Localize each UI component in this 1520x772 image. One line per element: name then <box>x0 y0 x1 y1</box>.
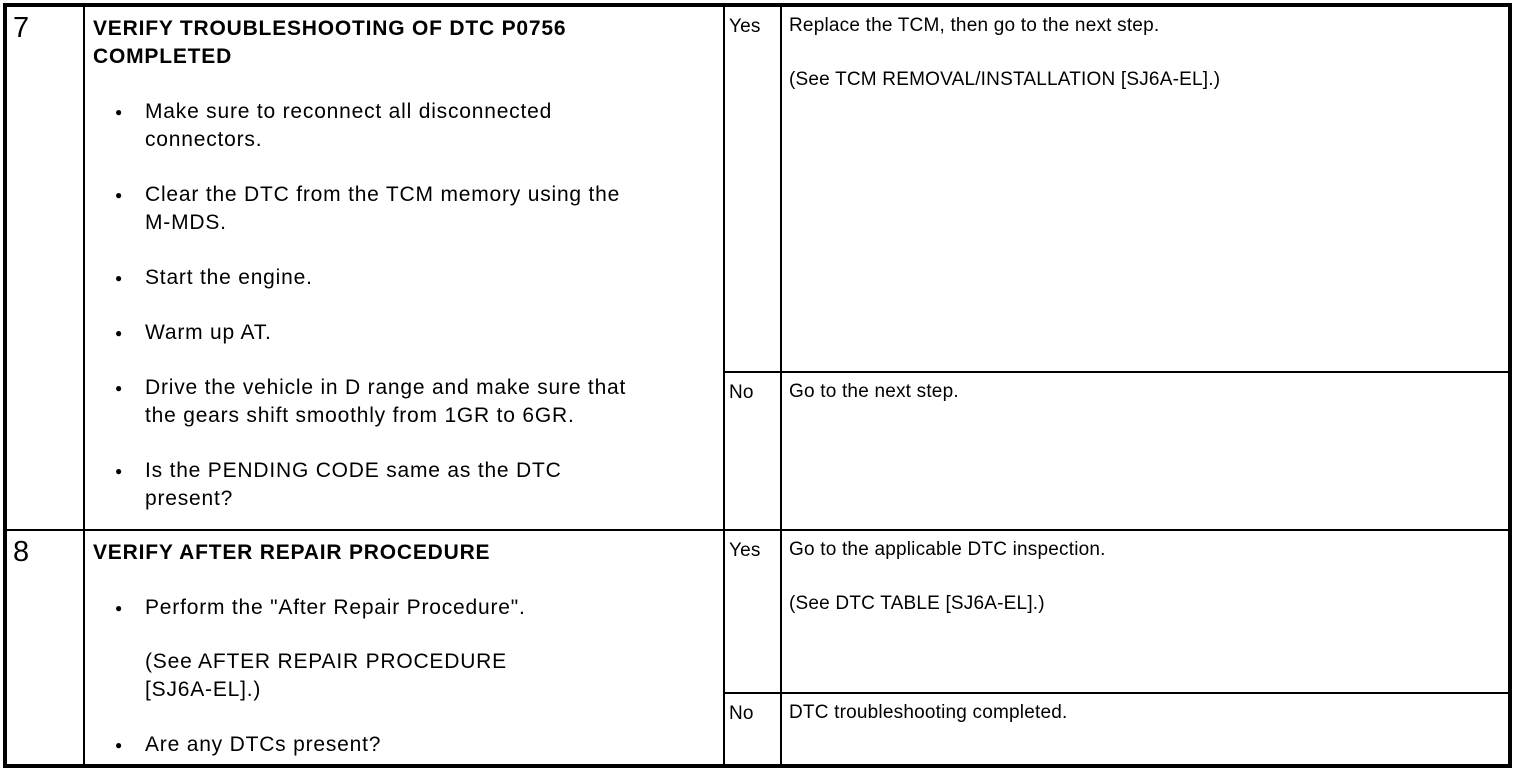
step-number-cell: 7 <box>7 7 85 529</box>
bullet-item: ● Perform the "After Repair Procedure". (S… <box>93 594 717 704</box>
bullet-item: ● Are any DTCs present? <box>93 731 717 759</box>
bullet-icon: ● <box>115 326 124 340</box>
bullet-icon: ● <box>115 105 124 119</box>
paragraph: Are any DTCs present? <box>145 731 717 759</box>
text-line: Start the engine. <box>145 266 313 289</box>
paragraph: Go to the next step. <box>789 378 1498 406</box>
no-label: No <box>729 382 754 403</box>
action-cell: VERIFY AFTER REPAIR PROCEDURE ● Perform t… <box>85 531 725 764</box>
bullet-text: Perform the "After Repair Procedure". (Se… <box>145 594 717 704</box>
text-line: Go to the applicable DTC inspection. <box>789 539 1106 560</box>
step-title: VERIFY AFTER REPAIR PROCEDURE <box>93 539 717 567</box>
paragraph: Warm up AT. <box>145 319 717 347</box>
text-line: Clear the DTC from the TCM memory using … <box>145 183 621 206</box>
bullet-list: ● Make sure to reconnect all disconnected… <box>93 98 717 513</box>
no-label: No <box>729 703 754 724</box>
text-line: VERIFY AFTER REPAIR PROCEDURE <box>93 541 491 564</box>
text-line: Make sure to reconnect all disconnected <box>145 100 553 123</box>
no-row: No DTC troubleshooting completed. <box>725 692 1508 764</box>
no-label-cell: No <box>725 373 782 529</box>
text-line: Are any DTCs present? <box>145 733 382 756</box>
paragraph: Make sure to reconnect all disconnected c… <box>145 98 717 154</box>
paragraph: (See DTC TABLE [SJ6A-EL].) <box>789 590 1498 618</box>
text-line: Drive the vehicle in D range and make su… <box>145 376 627 399</box>
text-line: [SJ6A-EL].) <box>145 678 262 701</box>
bullet-text: Drive the vehicle in D range and make su… <box>145 374 717 430</box>
step-number: 7 <box>13 12 30 44</box>
paragraph: Clear the DTC from the TCM memory using … <box>145 181 717 237</box>
paragraph: Go to the applicable DTC inspection. <box>789 536 1498 564</box>
bullet-item: ● Start the engine. <box>93 264 717 292</box>
text-line: Perform the "After Repair Procedure". <box>145 596 526 619</box>
text-line: (See DTC TABLE [SJ6A-EL].) <box>789 593 1045 614</box>
text-line: (See AFTER REPAIR PROCEDURE <box>145 650 507 673</box>
text-line: Go to the next step. <box>789 381 959 402</box>
text-line: Warm up AT. <box>145 321 272 344</box>
bullet-icon: ● <box>115 738 124 752</box>
bullet-item: ● Drive the vehicle in D range and make s… <box>93 374 717 430</box>
text-line: COMPLETED <box>93 45 233 68</box>
yes-label-cell: Yes <box>725 7 782 371</box>
yes-row: Yes Replace the TCM, then go to the next… <box>725 7 1508 371</box>
yes-action-cell: Go to the applicable DTC inspection. (See… <box>782 531 1508 692</box>
bullet-item: ● Make sure to reconnect all disconnected… <box>93 98 717 154</box>
text-line: present? <box>145 487 234 510</box>
yes-label: Yes <box>729 540 761 561</box>
paragraph: Replace the TCM, then go to the next ste… <box>789 12 1498 40</box>
step-number-cell: 8 <box>7 531 85 764</box>
paragraph: Perform the "After Repair Procedure". <box>145 594 717 622</box>
bullet-text: Warm up AT. <box>145 319 717 347</box>
bullet-item: ● Clear the DTC from the TCM memory using… <box>93 181 717 237</box>
bullet-list: ● Perform the "After Repair Procedure". (S… <box>93 594 717 759</box>
no-action-cell: DTC troubleshooting completed. <box>782 694 1508 764</box>
bullet-item: ● Warm up AT. <box>93 319 717 347</box>
bullet-text: Start the engine. <box>145 264 717 292</box>
bullet-text: Is the PENDING CODE same as the DTC prese… <box>145 457 717 513</box>
bullet-icon: ● <box>115 464 124 478</box>
text-line: DTC troubleshooting completed. <box>789 702 1068 723</box>
paragraph: Is the PENDING CODE same as the DTC prese… <box>145 457 717 513</box>
text-line: Replace the TCM, then go to the next ste… <box>789 15 1160 36</box>
paragraph: Start the engine. <box>145 264 717 292</box>
text-line: Is the PENDING CODE same as the DTC <box>145 459 562 482</box>
text-line: VERIFY TROUBLESHOOTING OF DTC P0756 <box>93 17 567 40</box>
bullet-icon: ● <box>115 381 124 395</box>
bullet-item: ● Is the PENDING CODE same as the DTC pres… <box>93 457 717 513</box>
paragraph: (See AFTER REPAIR PROCEDURE [SJ6A-EL].) <box>145 648 717 704</box>
bullet-icon: ● <box>115 188 124 202</box>
bullet-icon: ● <box>115 601 124 615</box>
result-column: Yes Replace the TCM, then go to the next… <box>725 7 1508 529</box>
paragraph: (See TCM REMOVAL/INSTALLATION [SJ6A-EL].… <box>789 66 1498 94</box>
no-action-cell: Go to the next step. <box>782 373 1508 529</box>
bullet-text: Are any DTCs present? <box>145 731 717 759</box>
yes-label-cell: Yes <box>725 531 782 692</box>
text-line: connectors. <box>145 128 263 151</box>
paragraph: DTC troubleshooting completed. <box>789 699 1498 727</box>
yes-label: Yes <box>729 16 761 37</box>
yes-action-cell: Replace the TCM, then go to the next ste… <box>782 7 1508 371</box>
step-number: 8 <box>13 536 30 568</box>
no-label-cell: No <box>725 694 782 764</box>
no-row: No Go to the next step. <box>725 371 1508 529</box>
text-line: the gears shift smoothly from 1GR to 6GR… <box>145 404 575 427</box>
text-line: (See TCM REMOVAL/INSTALLATION [SJ6A-EL].… <box>789 69 1221 90</box>
yes-row: Yes Go to the applicable DTC inspection.… <box>725 531 1508 692</box>
bullet-text: Make sure to reconnect all disconnected c… <box>145 98 717 154</box>
bullet-text: Clear the DTC from the TCM memory using … <box>145 181 717 237</box>
text-line: M-MDS. <box>145 211 227 234</box>
result-column: Yes Go to the applicable DTC inspection.… <box>725 531 1508 764</box>
table-row-step-8: 8 VERIFY AFTER REPAIR PROCEDURE ● Perform… <box>7 529 1508 764</box>
paragraph: Drive the vehicle in D range and make su… <box>145 374 717 430</box>
bullet-icon: ● <box>115 271 124 285</box>
